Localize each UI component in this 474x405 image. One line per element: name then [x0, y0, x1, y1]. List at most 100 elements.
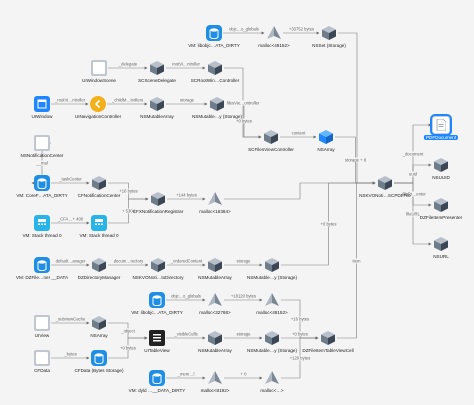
- graph-node-malloc-8192[interactable]: [205, 369, 225, 387]
- graph-node-vm-stack-a[interactable]: [32, 214, 52, 232]
- reference-edge[interactable]: [224, 181, 376, 200]
- pyramid-icon: [207, 292, 223, 308]
- database-icon: [149, 292, 165, 308]
- node-label: SCSceneDelegate: [138, 78, 176, 83]
- graph-node-uiview[interactable]: [32, 314, 52, 332]
- graph-node-pdfdocument[interactable]: [431, 116, 451, 134]
- edge-label: content: [290, 130, 307, 136]
- graph-node-nsnotificationcenter[interactable]: [32, 134, 52, 152]
- node-label: DZFileItemPresenter: [419, 215, 463, 220]
- graph-node-dzdirectorymanager[interactable]: [89, 256, 109, 274]
- graph-node-vm-libobjc-low[interactable]: [147, 291, 167, 309]
- node-label: NSMutableArray: [198, 275, 232, 280]
- graph-node-vm-corefata[interactable]: [32, 174, 52, 192]
- graph-node-cfdata[interactable]: [32, 349, 52, 367]
- graph-node-nsarray-low[interactable]: [89, 314, 109, 332]
- graph-node-nsmutablearray-mid[interactable]: [205, 256, 225, 274]
- graph-node-scscenedelegate[interactable]: [147, 59, 167, 77]
- object-icon: [34, 135, 50, 151]
- edge-label: objc…o_globals: [228, 26, 260, 32]
- graph-node-nsarray-center[interactable]: [316, 128, 336, 146]
- graph-node-nsmutable-storage-mid[interactable]: [262, 256, 282, 274]
- graph-node-uiwindow[interactable]: [32, 95, 52, 113]
- graph-node-nsuuid[interactable]: [431, 156, 451, 174]
- edge-label: +33752 bytes: [287, 26, 316, 32]
- edge-label: +120 bytes: [288, 355, 312, 361]
- edge-label: storage: [235, 258, 252, 264]
- edge-label: +0 bytes: [119, 345, 137, 351]
- graph-node-nsset-storage[interactable]: [319, 24, 339, 42]
- node-label: DZDirectoryManager: [77, 275, 121, 280]
- graph-node-uiwindowscene[interactable]: [89, 59, 109, 77]
- graph-node-uinavcontroller[interactable]: [88, 95, 108, 113]
- node-label: UIView: [34, 333, 50, 338]
- node-label: UIWindowScene: [82, 78, 116, 83]
- cube-icon: [149, 60, 165, 76]
- graph-node-vm-stack-b[interactable]: [89, 214, 109, 232]
- edge-label: uuid: [408, 171, 418, 177]
- graph-node-vm-dzfile[interactable]: [32, 256, 52, 274]
- graph-node-cfdata-storage[interactable]: [89, 349, 109, 367]
- node-label: CFData (Bytes Storage): [74, 368, 124, 373]
- edge-label: _visibleCells: [173, 331, 199, 337]
- edge-label: _filePr…enter: [399, 191, 427, 197]
- edge-label: fileURL: [405, 211, 421, 216]
- cube-icon: [207, 330, 223, 346]
- graph-node-nskvonoti-dir[interactable]: [148, 256, 168, 274]
- edge-label: storage: [235, 331, 252, 337]
- node-label: CFNotificationCenter: [77, 193, 121, 198]
- graph-node-uitableview[interactable]: [147, 329, 167, 347]
- edge-label: _taskCenter: [58, 176, 83, 182]
- node-label: CFData: [34, 368, 50, 373]
- graph-node-malloc-16384[interactable]: [205, 190, 225, 208]
- node-label: malloc<8192>: [200, 388, 230, 393]
- cube-icon: [433, 157, 449, 173]
- graph-node-vm-dyld[interactable]: [147, 369, 167, 387]
- edge-label: _mem…l: [176, 371, 196, 377]
- document-icon: [432, 116, 450, 134]
- graph-node-cfnotifreg[interactable]: [148, 190, 168, 208]
- graph-node-nsmutable-storage-low[interactable]: [262, 329, 282, 347]
- edge-label: +16 bytes: [118, 188, 139, 194]
- cube-icon: [377, 175, 393, 191]
- calculator-icon: [91, 215, 107, 231]
- graph-node-scrootwin[interactable]: [205, 59, 225, 77]
- cube-icon: [207, 60, 223, 76]
- graph-node-dzfileitempresenter[interactable]: [431, 196, 451, 214]
- edge-label: _CFA…+ 400: [56, 216, 85, 222]
- graph-node-malloc-low[interactable]: [262, 369, 282, 387]
- node-label: VM: Stack thread 0: [79, 233, 119, 238]
- edge-label: default…anager: [54, 258, 87, 264]
- node-label: NSMutable…y (Storage): [246, 275, 298, 280]
- graph-node-scfilesview[interactable]: [261, 128, 281, 146]
- graph-node-malloc-49152-b[interactable]: [262, 291, 282, 309]
- graph-node-nskvonoti[interactable]: [375, 174, 395, 192]
- node-label: malloc<…>: [260, 388, 284, 393]
- edge-label: _object: [120, 328, 136, 333]
- graph-node-vm-libobjc-top[interactable]: [204, 24, 224, 42]
- cube-icon: [321, 25, 337, 41]
- table-icon: [149, 330, 165, 346]
- object-icon: [34, 315, 50, 331]
- graph-node-cfnotificationcenter[interactable]: [89, 174, 109, 192]
- node-label: DZFileItemTableViewCell: [302, 348, 354, 353]
- graph-node-nsurl[interactable]: [431, 235, 451, 253]
- edge-label: _delegate: [117, 61, 139, 67]
- graph-node-malloc-32768[interactable]: [205, 291, 225, 309]
- graph-node-nsmutablearray-top[interactable]: [147, 95, 167, 113]
- cube-icon: [91, 257, 107, 273]
- graph-node-malloc-49152[interactable]: [264, 24, 284, 42]
- cube-icon: [150, 257, 166, 273]
- graph-node-dzfileitemtablecell[interactable]: [318, 329, 338, 347]
- edge-label: _bytes: [63, 351, 78, 357]
- edge-label: filesVie…ontroller: [225, 100, 261, 105]
- graph-node-nsmutable-storage-top[interactable]: [207, 95, 227, 113]
- node-label: NSArray: [317, 147, 335, 152]
- node-label: NSSet (Storage): [312, 43, 346, 48]
- edge-label: _document: [401, 151, 425, 157]
- graph-node-nsmutablearray-low[interactable]: [205, 329, 225, 347]
- database-icon: [34, 257, 50, 273]
- cube-icon: [433, 236, 449, 252]
